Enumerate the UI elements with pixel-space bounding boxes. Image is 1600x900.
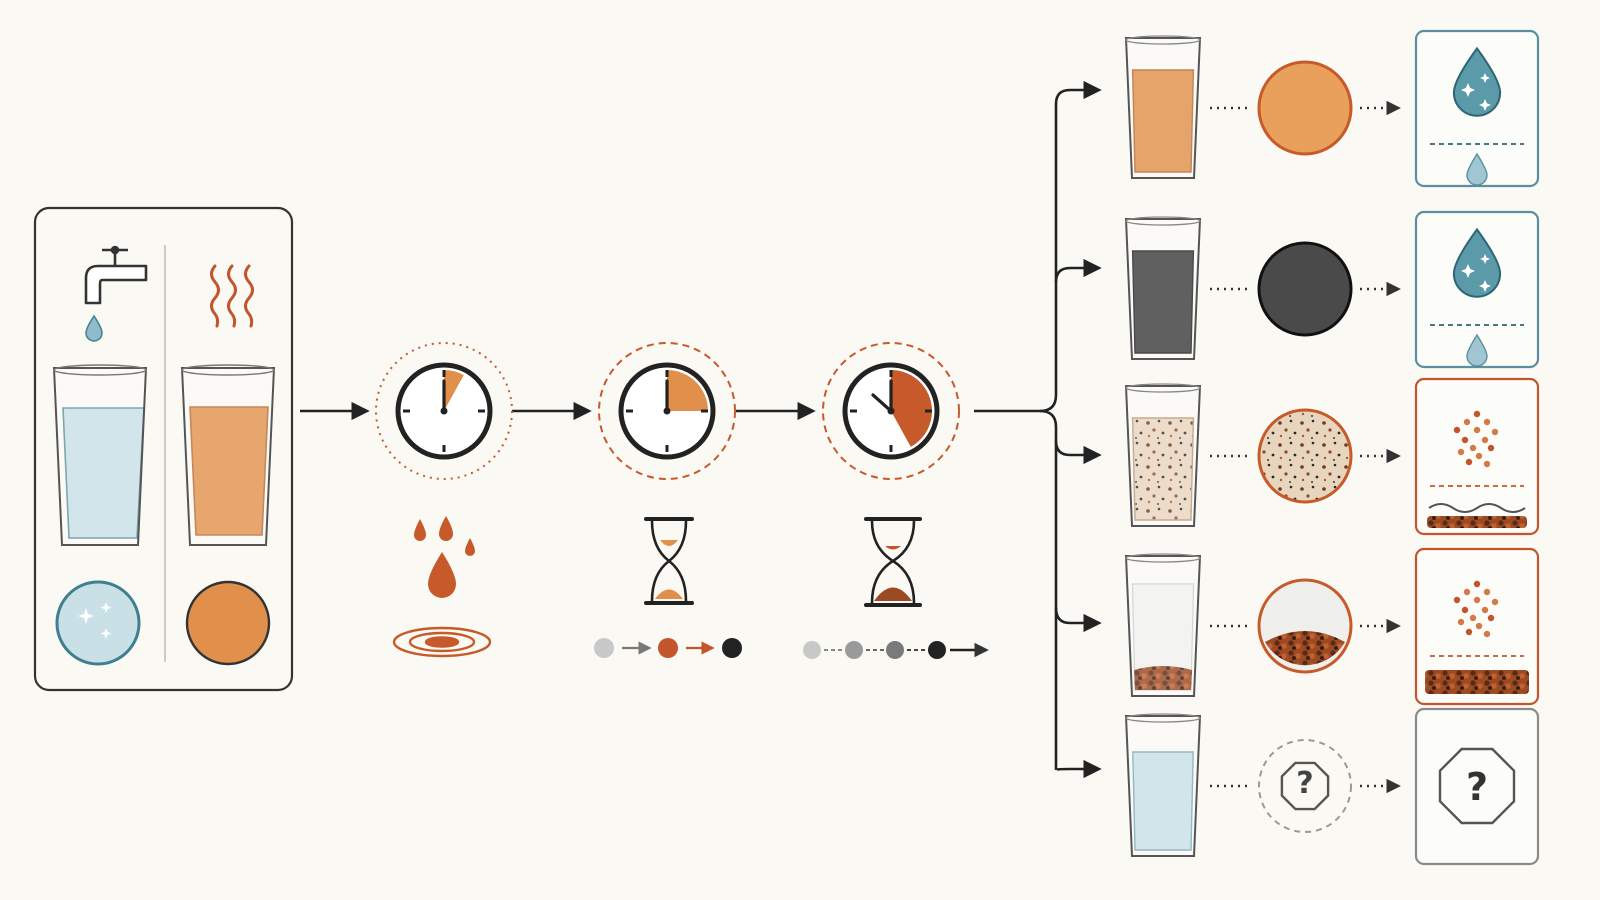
particle xyxy=(1453,596,1461,604)
particle xyxy=(1473,580,1481,588)
unknown-result-label: ? xyxy=(1466,765,1488,809)
particle xyxy=(1483,630,1491,638)
color-progression xyxy=(594,638,742,658)
particle xyxy=(1465,458,1473,466)
particle xyxy=(1483,460,1491,468)
particle xyxy=(1453,426,1461,434)
particle xyxy=(1463,418,1471,426)
octagon-icon xyxy=(1438,747,1516,825)
sparkle xyxy=(1480,73,1490,83)
sediment-glass xyxy=(1124,553,1202,697)
particle xyxy=(1465,628,1473,636)
dashed-halo xyxy=(822,342,960,480)
particle xyxy=(1487,444,1495,452)
particle xyxy=(1457,448,1465,456)
hourglass-icon xyxy=(864,517,922,607)
unknown-swatch-label: ? xyxy=(1296,766,1313,801)
particle xyxy=(1491,428,1499,436)
sparkle xyxy=(1461,264,1475,278)
start-panel xyxy=(33,206,294,692)
color-progression xyxy=(803,641,989,659)
amber-tea-swatch xyxy=(185,580,271,666)
particle xyxy=(1491,598,1499,606)
particle xyxy=(1469,614,1477,622)
timer-clock-icon xyxy=(375,342,513,480)
elapsed-wedge xyxy=(444,370,464,411)
particle xyxy=(1483,588,1491,596)
wavy-line xyxy=(1428,503,1526,513)
clean-drop-icon xyxy=(1452,46,1502,117)
dashed-halo xyxy=(375,342,513,480)
unknown-swatch xyxy=(1258,739,1352,833)
faucet-icon xyxy=(84,245,148,305)
result-panel xyxy=(1414,210,1540,369)
outcome-row xyxy=(1124,377,1540,536)
particle xyxy=(1475,452,1483,460)
water-glass xyxy=(52,364,148,546)
particle xyxy=(1473,410,1481,418)
clock-pivot xyxy=(663,407,671,415)
particle xyxy=(1481,606,1489,614)
elapsed-wedge xyxy=(667,370,708,411)
drip-ripple-icon xyxy=(392,516,492,658)
particle xyxy=(1463,588,1471,596)
dark-swatch xyxy=(1257,241,1353,337)
tea-glass xyxy=(180,364,276,546)
result-panel xyxy=(1414,29,1540,188)
sediment-layer xyxy=(1425,670,1529,694)
sediment-swatch xyxy=(1257,578,1353,674)
result-panel xyxy=(1414,377,1540,536)
clear-water-swatch xyxy=(55,580,141,666)
elapsed-wedge xyxy=(891,370,932,447)
particle xyxy=(1483,418,1491,426)
timer-clock-icon xyxy=(822,342,960,480)
particle xyxy=(1461,606,1469,614)
result-panel xyxy=(1414,547,1540,706)
particle xyxy=(1457,618,1465,626)
sparkle xyxy=(1461,83,1475,97)
dashed-halo xyxy=(598,342,736,480)
particle xyxy=(1473,426,1481,434)
particle xyxy=(1487,614,1495,622)
particle xyxy=(1473,596,1481,604)
amber-swatch xyxy=(1257,60,1353,156)
filtrate-drop-icon xyxy=(1466,333,1488,367)
particle xyxy=(1475,622,1483,630)
heat-waves-icon xyxy=(210,264,254,328)
steps xyxy=(375,342,960,480)
speckled-glass xyxy=(1124,383,1202,527)
outcomes xyxy=(1124,29,1540,866)
filtrate-drop-icon xyxy=(1466,152,1488,186)
outcome-row xyxy=(1124,210,1540,369)
outcome-row xyxy=(1124,707,1540,866)
clock-hand xyxy=(871,393,893,413)
clock-pivot xyxy=(440,407,448,415)
branch-connector xyxy=(974,80,1102,779)
sediment-layer xyxy=(1427,516,1527,528)
amber-glass xyxy=(1124,35,1202,179)
hourglass-icon xyxy=(644,517,694,605)
outcome-row xyxy=(1124,547,1540,706)
particle xyxy=(1469,444,1477,452)
particle xyxy=(1461,436,1469,444)
clock-pivot xyxy=(887,407,895,415)
water-drop-icon xyxy=(85,314,103,342)
start-panel-frame xyxy=(33,206,294,692)
clean-drop-icon xyxy=(1452,227,1502,298)
timer-clock-icon xyxy=(598,342,736,480)
particle xyxy=(1481,436,1489,444)
unknown-result-panel xyxy=(1414,707,1540,866)
dark-glass xyxy=(1124,216,1202,360)
outcome-row xyxy=(1124,29,1540,188)
clear-glass xyxy=(1124,713,1202,857)
sparkle xyxy=(1479,99,1491,111)
sparkle xyxy=(1479,280,1491,292)
speckled-swatch xyxy=(1257,408,1353,504)
sparkle xyxy=(1480,254,1490,264)
